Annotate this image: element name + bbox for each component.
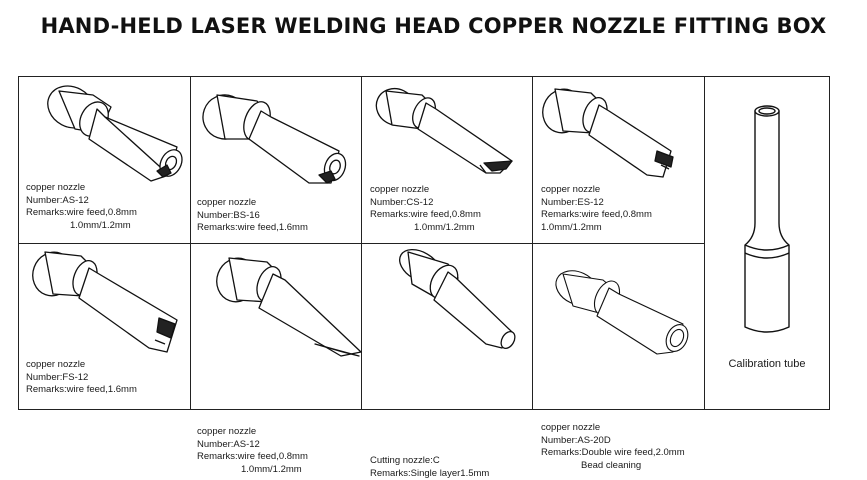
- nozzle-es12-icon: [542, 88, 674, 178]
- cutting-nozzle-icon: [399, 248, 516, 350]
- nozzle-fs12-text: copper nozzle Number:FS-12 Remarks:wire …: [26, 359, 137, 396]
- nozzle-cell-bs16: copper nozzle Number:BS-16 Remarks:wire …: [191, 77, 362, 244]
- nozzle-as12-tip-text: copper nozzle Number:AS-12 Remarks:wire …: [197, 426, 308, 475]
- nozzle-as20d-icon: [555, 270, 689, 355]
- calibration-tube-cell: Calibration tube: [705, 77, 829, 409]
- nozzle-cell-as12: copper nozzle Number:AS-12 Remarks:wire …: [19, 77, 191, 244]
- calibration-tube-icon: [744, 105, 790, 333]
- nozzle-as20d-text: copper nozzle Number:AS-20D Remarks:Doub…: [541, 422, 685, 471]
- nozzle-as12-tip-icon: [216, 257, 362, 357]
- nozzle-cs12-icon: [375, 87, 513, 174]
- nozzle-as12-text: copper nozzle Number:AS-12 Remarks:wire …: [26, 182, 137, 231]
- nozzle-bs16-text: copper nozzle Number:BS-16 Remarks:wire …: [197, 197, 308, 234]
- page-title: HAND-HELD LASER WELDING HEAD COPPER NOZZ…: [40, 14, 827, 38]
- nozzle-cell-es12: copper nozzle Number:ES-12 Remarks:wire …: [533, 77, 705, 244]
- nozzle-cell-as20d: copper nozzle Number:AS-20D Remarks:Doub…: [533, 244, 705, 471]
- nozzle-bs16-icon: [202, 94, 347, 184]
- nozzle-cell-as12-tip: copper nozzle Number:AS-12 Remarks:wire …: [191, 244, 362, 475]
- nozzle-cs12-text: copper nozzle Number:CS-12 Remarks:wire …: [370, 184, 481, 233]
- nozzle-grid: copper nozzle Number:AS-12 Remarks:wire …: [18, 76, 830, 479]
- nozzle-cell-fs12: copper nozzle Number:FS-12 Remarks:wire …: [19, 244, 191, 409]
- nozzle-cell-cs12: copper nozzle Number:CS-12 Remarks:wire …: [362, 77, 533, 244]
- cutting-nozzle-text: Cutting nozzle:C Remarks:Single layer1.5…: [370, 455, 490, 479]
- nozzle-fs12-icon: [32, 251, 178, 353]
- nozzle-es12-text: copper nozzle Number:ES-12 Remarks:wire …: [541, 184, 652, 233]
- calibration-tube-label: Calibration tube: [728, 358, 806, 370]
- nozzle-cell-cutting: Cutting nozzle:C Remarks:Single layer1.5…: [362, 244, 533, 479]
- nozzle-as12-icon: [47, 85, 183, 182]
